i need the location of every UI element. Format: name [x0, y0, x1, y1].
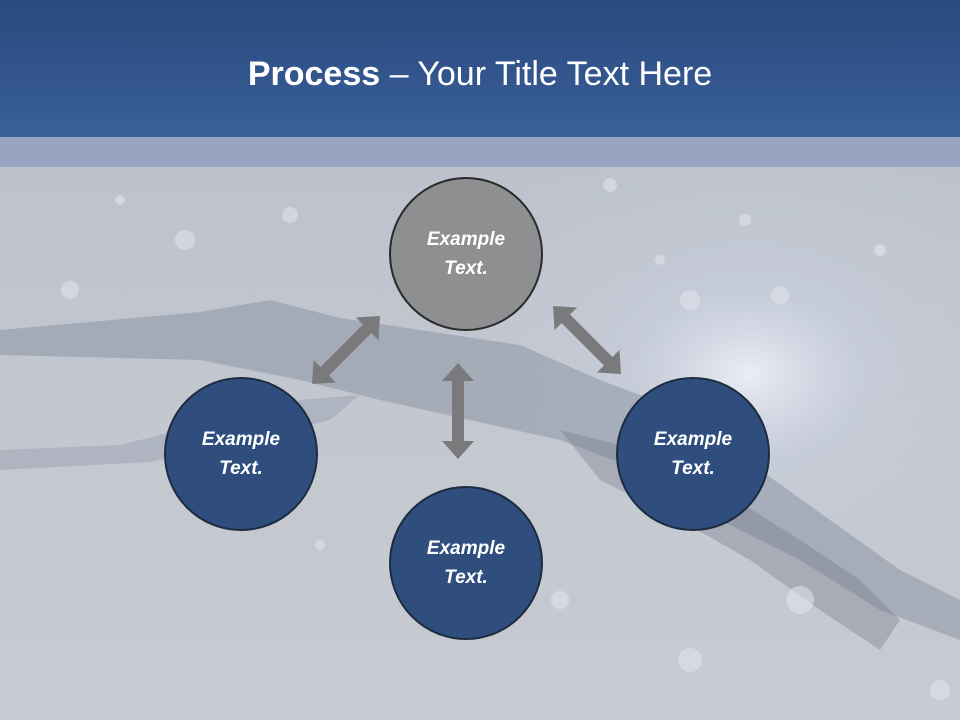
- double-arrow-icon: [442, 363, 474, 459]
- double-arrow-icon: [553, 306, 621, 374]
- node-label: Example Text.: [201, 429, 281, 479]
- title-bold: Process: [247, 55, 381, 93]
- node-label: Example Text.: [653, 429, 733, 479]
- title-header: [0, 0, 960, 137]
- process-node-left: Example Text.: [164, 377, 318, 531]
- process-node-bottom: Example Text.: [389, 486, 543, 640]
- node-label: Example Text.: [426, 229, 506, 279]
- slide-title: Process – Your Title Text Here: [0, 48, 960, 100]
- process-node-top: Example Text.: [389, 177, 543, 331]
- title-rest: – Your Title Text Here: [380, 55, 713, 93]
- double-arrow-icon: [312, 316, 380, 384]
- process-node-right: Example Text.: [616, 377, 770, 531]
- header-band: [0, 137, 960, 167]
- node-label: Example Text.: [426, 538, 506, 588]
